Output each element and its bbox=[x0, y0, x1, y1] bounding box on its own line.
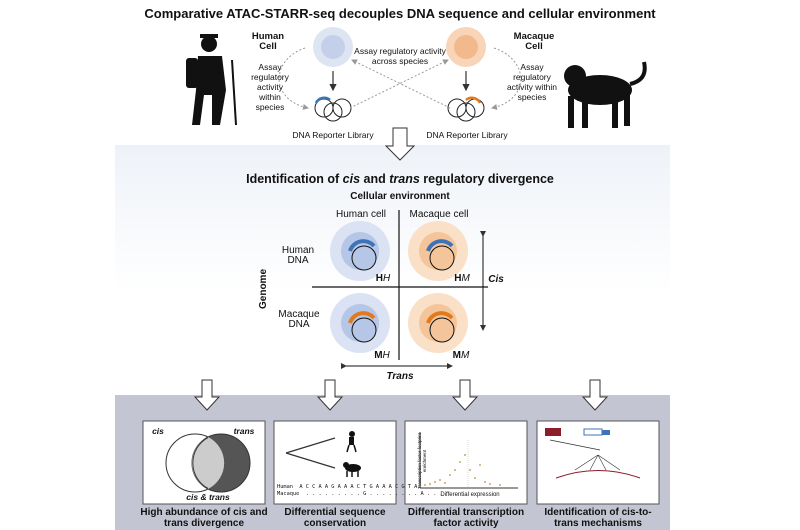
macaque-cell-col-label: Macaque cell bbox=[409, 209, 469, 220]
cell-hm bbox=[408, 221, 468, 281]
venn-both-label: cis & trans bbox=[186, 492, 230, 502]
library-right-label: DNA Reporter Library bbox=[426, 130, 508, 140]
library-left-label: DNA Reporter Library bbox=[292, 130, 374, 140]
sequence-alignment: Human A C C A A G A A A C T G A A A C G … bbox=[277, 484, 443, 497]
assay-across-label: Assay regulatory activity across species bbox=[354, 46, 446, 66]
caption-4: Identification of cis-to-trans mechanism… bbox=[544, 507, 652, 529]
venn-trans-label: trans bbox=[233, 426, 255, 436]
caption-1: High abundance of cis and trans divergen… bbox=[140, 507, 268, 529]
tf-ylabel: Transcription factor footprint enrichmen… bbox=[417, 433, 427, 489]
caption-2: Differential sequence conservation bbox=[284, 507, 386, 529]
genome-label: Genome bbox=[258, 268, 269, 309]
hh-label: HH bbox=[375, 273, 391, 284]
venn-diagram bbox=[165, 433, 251, 493]
cell-mh bbox=[330, 293, 390, 353]
phylogeny-tree bbox=[285, 437, 336, 469]
cell-hh bbox=[330, 221, 390, 281]
tf-scatter-plot bbox=[419, 432, 518, 489]
tf-xlabel: Differential expression bbox=[440, 492, 500, 498]
mh-label: MH bbox=[374, 350, 390, 361]
reporter-library-right bbox=[447, 96, 485, 122]
assay-within-left: Assay regulatory activity within species bbox=[251, 62, 289, 112]
macaque-cell-label: Macaque Cell bbox=[513, 31, 555, 52]
human-dna-label: Human DNA bbox=[281, 245, 315, 266]
mechanism-sketch bbox=[545, 428, 641, 479]
human-cell-label: Human Cell bbox=[251, 31, 285, 52]
figure-title: Comparative ATAC-STARR-seq decouples DNA… bbox=[144, 6, 656, 21]
macaque-icon bbox=[564, 61, 647, 128]
section-heading: Identification of cis and trans regulato… bbox=[246, 172, 554, 186]
trans-axis-label: Trans bbox=[386, 371, 414, 382]
small-macaque-icon bbox=[343, 462, 361, 477]
small-hiker-icon bbox=[346, 431, 357, 453]
hiker-icon bbox=[186, 34, 237, 126]
cellular-environment-label: Cellular environment bbox=[350, 191, 450, 202]
middle-band bbox=[115, 145, 670, 390]
macaque-dna-label: Macaque DNA bbox=[278, 309, 320, 330]
venn-cis-label: cis bbox=[152, 426, 164, 436]
hm-label: HM bbox=[454, 273, 470, 284]
cis-axis-label: Cis bbox=[488, 274, 504, 285]
caption-3: Differential transcription factor activi… bbox=[407, 507, 525, 529]
cell-mm bbox=[408, 293, 468, 353]
assay-within-right: Assay regulatory activity within species bbox=[506, 62, 558, 102]
reporter-library-left bbox=[314, 96, 352, 122]
human-cell-col-label: Human cell bbox=[335, 209, 387, 220]
mm-label: MM bbox=[452, 350, 470, 361]
